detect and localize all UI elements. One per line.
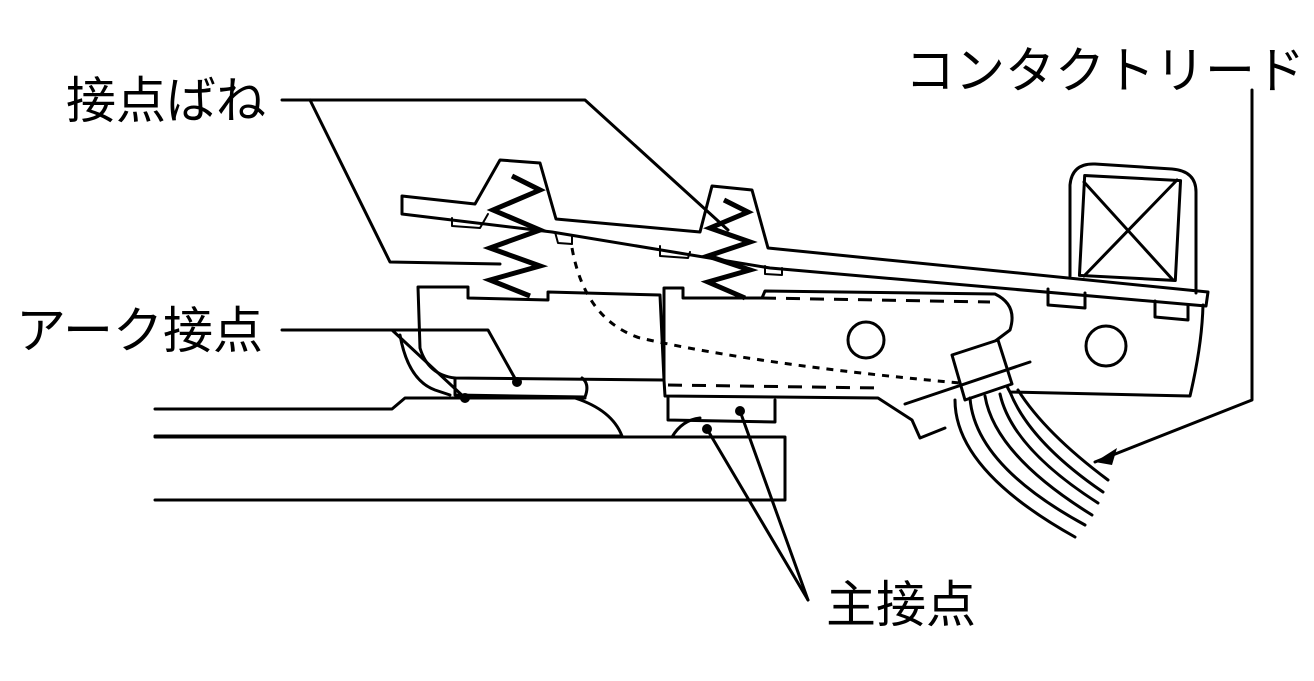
leader-arc-lower <box>298 328 467 400</box>
pivot-bracket <box>1068 162 1198 295</box>
label-contact-spring: 接点ばね <box>66 72 266 130</box>
leader-lines <box>280 88 1254 602</box>
leader-spring-right <box>280 98 730 232</box>
label-main-contact: 主接点 <box>826 576 976 634</box>
main-contact-carrier <box>662 286 1205 440</box>
leader-main-upper <box>738 409 810 602</box>
contact-lever <box>400 158 1210 322</box>
contact-lead <box>903 338 1110 539</box>
label-contact-lead: コンタクトリード <box>905 42 1305 100</box>
leader-contact-lead <box>1093 88 1254 464</box>
arc-contact-carrier <box>398 285 666 399</box>
label-arc-contact: アーク接点 <box>16 302 263 360</box>
base-plate <box>153 396 787 502</box>
leader-main-lower <box>705 427 810 602</box>
leader-spring-left <box>308 98 502 266</box>
contact-springs <box>482 173 759 301</box>
leader-arrowhead <box>1095 448 1117 465</box>
